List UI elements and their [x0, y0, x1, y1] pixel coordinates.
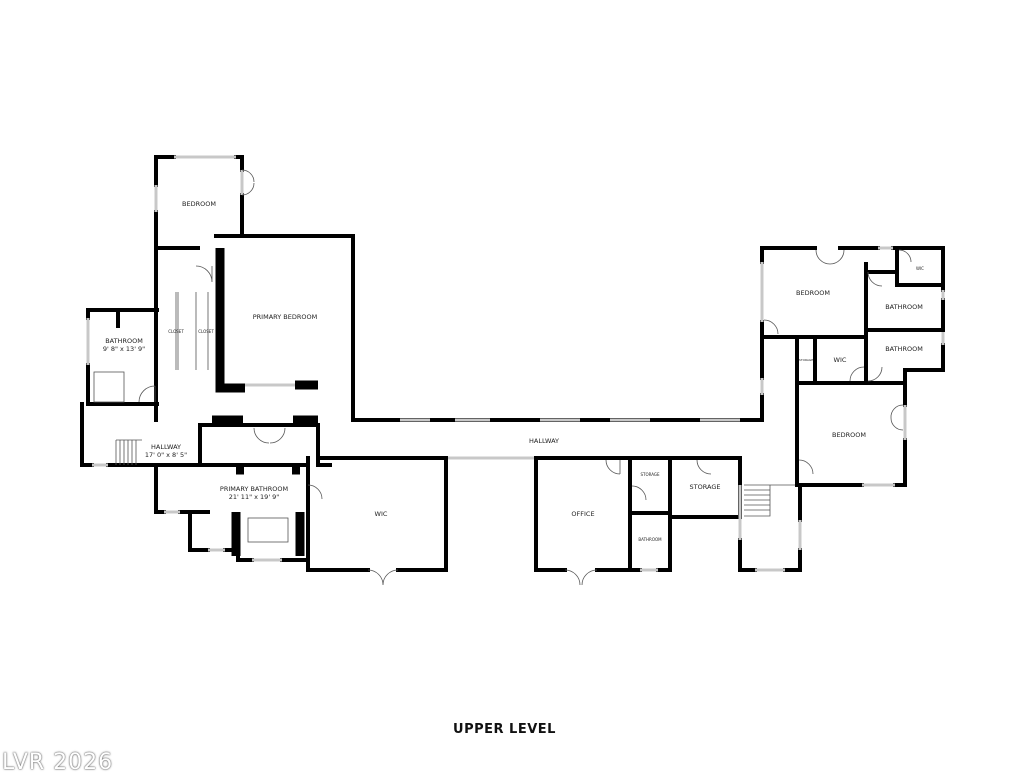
label-bathroom-w: BATHROOM [105, 337, 143, 345]
plan-title: UPPER LEVEL [453, 722, 556, 737]
label-storage-small: STORAGE [640, 472, 660, 477]
dims-hallway-w: 17' 0" x 8' 5" [145, 451, 187, 459]
label-office: OFFICE [571, 510, 594, 518]
label-bedroom-ne: BEDROOM [796, 289, 830, 297]
label-hallway-w: HALLWAY [151, 443, 181, 451]
watermark: LVR 2026 [2, 750, 114, 775]
label-wic-primary: WIC [375, 510, 388, 518]
label-bathroom-ne2: BATHROOM [885, 345, 923, 353]
label-closet-a: CLOSET [168, 329, 184, 334]
walls [80, 155, 945, 572]
label-bedroom-e: BEDROOM [832, 431, 866, 439]
label-storage: STORAGE [690, 483, 721, 491]
label-primary-bedroom: PRIMARY BEDROOM [253, 313, 317, 321]
label-storage-e: STORAGE [799, 358, 813, 362]
dims-primary-bathroom: 21' 11" x 19' 9" [229, 493, 280, 501]
label-bedroom-nw: BEDROOM [182, 200, 216, 208]
dims-bathroom-w: 9' 8" x 13' 9" [103, 345, 145, 353]
label-bathroom-small: BATHROOM [638, 537, 662, 542]
label-primary-bathroom: PRIMARY BATHROOM [220, 485, 288, 493]
label-bathroom-ne1: BATHROOM [885, 303, 923, 311]
label-hallway-main: HALLWAY [529, 437, 559, 445]
label-wic-ne: WIC [916, 266, 924, 271]
doors [138, 169, 912, 586]
room-labels: BEDROOM PRIMARY BEDROOM CLOSET CLOSET BA… [103, 200, 924, 542]
label-wic-e: WIC [834, 356, 847, 364]
label-closet-b: CLOSET [198, 329, 214, 334]
